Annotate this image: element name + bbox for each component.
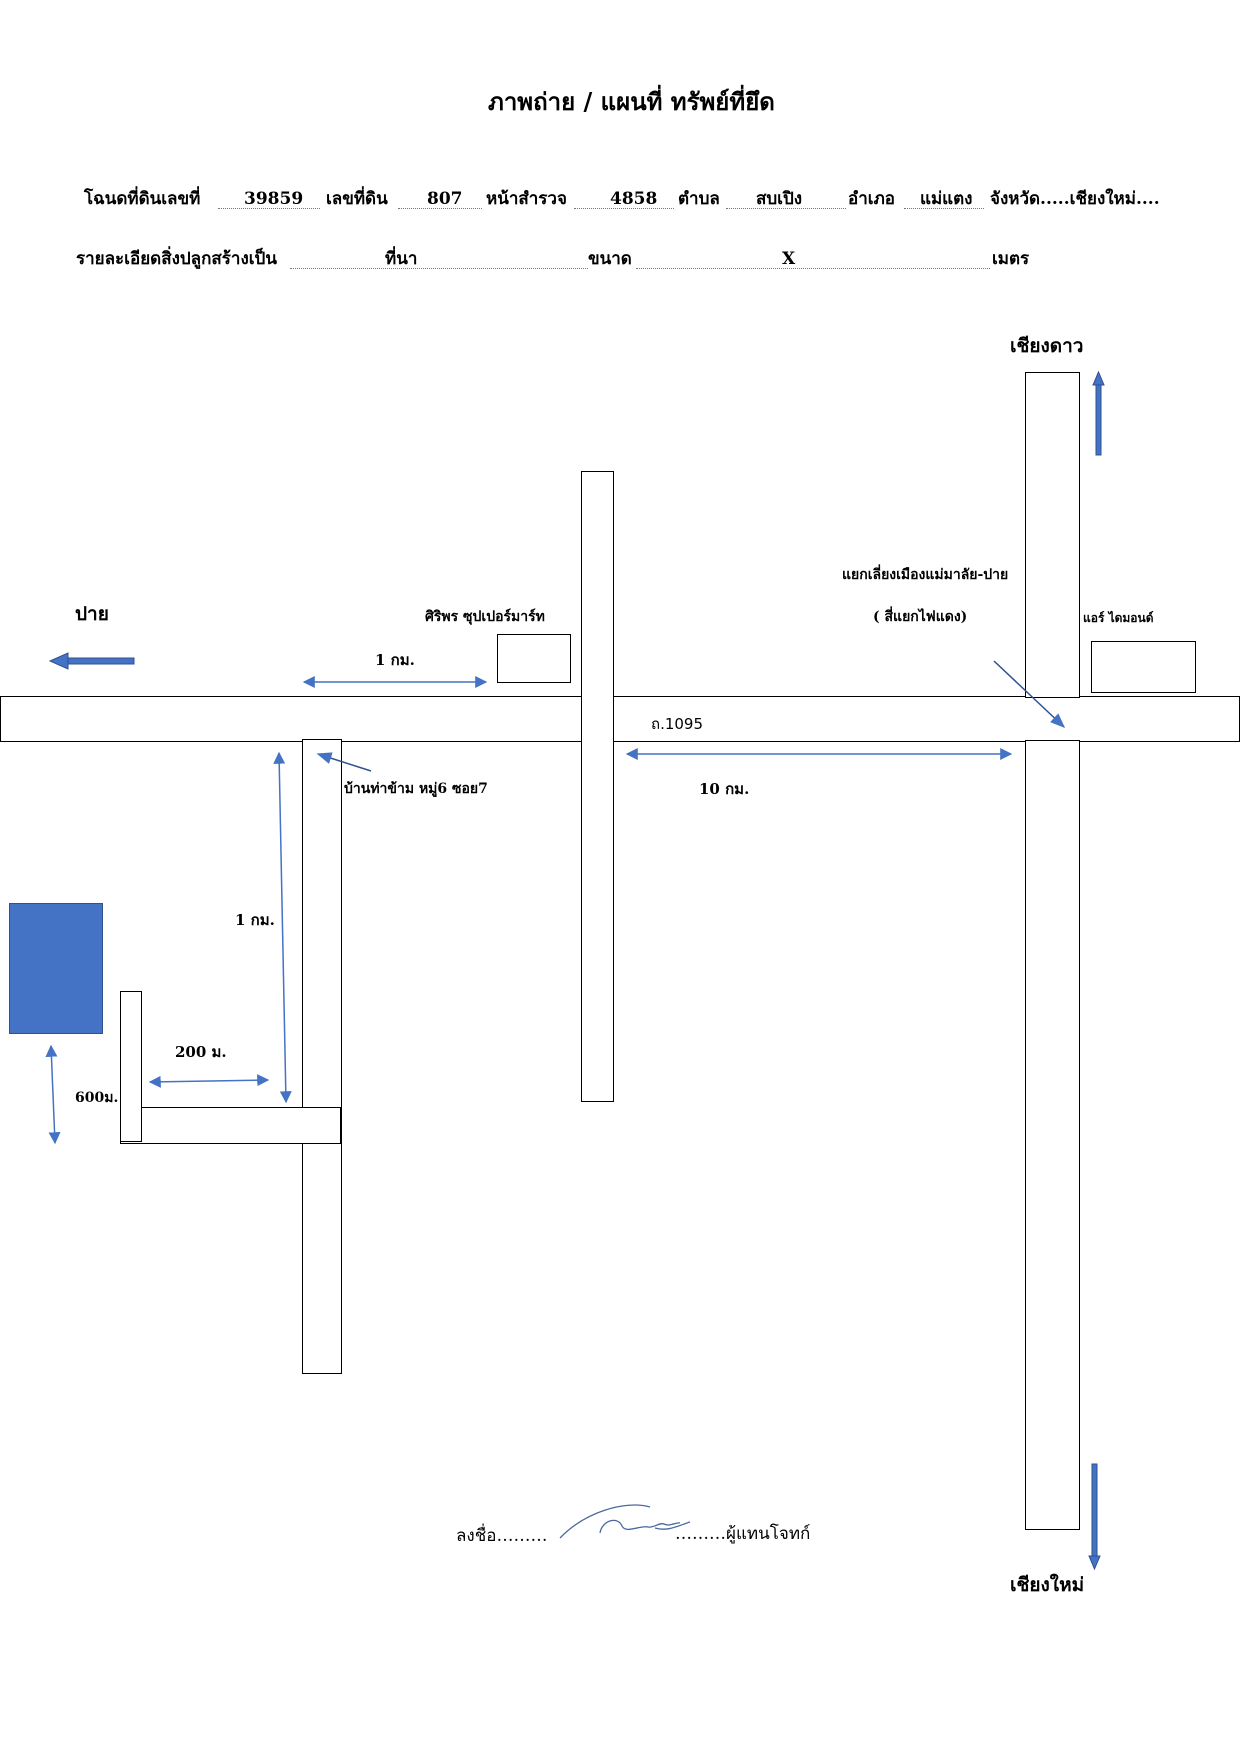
road-soi7 xyxy=(302,739,342,1374)
details-dotline xyxy=(290,268,588,269)
district-value: แม่แตง xyxy=(920,189,973,209)
arrow-to-chiang-dao xyxy=(1092,370,1105,456)
distance-arrow-200m xyxy=(148,1074,270,1088)
survey-value: 4858 xyxy=(610,189,658,209)
place-chiang-dao: เชียงดาว xyxy=(1010,335,1084,357)
road-vertical-east-north xyxy=(1025,372,1080,698)
size-unit: เมตร xyxy=(992,249,1030,269)
size-dotline xyxy=(636,268,990,269)
road-branch-horizontal xyxy=(120,1107,341,1144)
pointer-arrow-junction xyxy=(993,660,1066,729)
place-traffic-light: ( สี่แยกไฟแดง) xyxy=(873,609,968,625)
land-no-dotline xyxy=(398,208,482,209)
road-1095 xyxy=(0,696,1240,742)
details-value: ที่นา xyxy=(385,249,418,269)
place-chiang-mai: เชียงใหม่ xyxy=(1010,1574,1085,1596)
land-no-value: 807 xyxy=(427,189,463,209)
distance-arrow-600m xyxy=(45,1044,61,1145)
district-label: อำเภอ xyxy=(848,189,895,209)
signature-right: ………ผู้แทนโจทก์ xyxy=(675,1524,811,1544)
deed-no-dotline xyxy=(218,208,320,209)
siriporn-building xyxy=(497,634,571,683)
place-siriporn: ศิริพร ซุปเปอร์มาร์ท xyxy=(425,609,545,625)
district-dotline xyxy=(904,208,984,209)
page-title: ภาพถ่าย / แผนที่ ทรัพย์ที่ยึด xyxy=(488,87,775,116)
seized-land-plot xyxy=(9,903,103,1034)
place-village: บ้านท่าข้าม หมู่6 ซอย7 xyxy=(344,781,488,797)
subdistrict-value: สบเปิง xyxy=(756,189,803,209)
deed-no-value: 39859 xyxy=(244,189,304,209)
road-branch-vertical xyxy=(120,991,142,1142)
subdistrict-dotline xyxy=(726,208,846,209)
signature-scribble xyxy=(559,1504,691,1539)
survey-label: หน้าสำรวจ xyxy=(486,189,567,209)
road-vertical-middle xyxy=(581,471,614,1102)
distance-1km-side: 1 กม. xyxy=(235,911,275,929)
size-label: ขนาด xyxy=(588,249,632,269)
place-junction: แยกเลี่ยงเมืองแม่มาลัย-ปาย xyxy=(842,567,1009,583)
province-value: จังหวัด.....เชียงใหม่.... xyxy=(990,189,1160,209)
distance-1km-top: 1 กม. xyxy=(375,651,415,669)
road-vertical-east-south xyxy=(1025,740,1080,1530)
distance-arrow-1km-side xyxy=(273,751,292,1104)
subdistrict-label: ตำบล xyxy=(678,189,720,209)
deed-no-label: โฉนดที่ดินเลขที่ xyxy=(84,189,201,209)
size-x: X xyxy=(782,249,796,269)
air-diamond-building xyxy=(1091,641,1196,693)
arrow-to-pai xyxy=(48,652,135,670)
road-1095-label: ถ.1095 xyxy=(651,715,704,733)
distance-10km: 10 กม. xyxy=(699,780,750,798)
arrow-to-chiang-mai xyxy=(1088,1463,1101,1571)
land-no-label: เลขที่ดิน xyxy=(326,189,388,209)
pointer-arrow-village xyxy=(316,752,372,772)
signature-left: ลงชื่อ……… xyxy=(456,1526,548,1546)
survey-dotline xyxy=(574,208,674,209)
distance-200m: 200 ม. xyxy=(175,1043,227,1061)
place-pai: ปาย xyxy=(75,603,109,625)
details-label: รายละเอียดสิ่งปลูกสร้างเป็น xyxy=(76,249,277,269)
distance-600m: 600ม. xyxy=(75,1090,119,1106)
place-air-diamond: แอร์ ไดมอนด์ xyxy=(1083,611,1154,625)
